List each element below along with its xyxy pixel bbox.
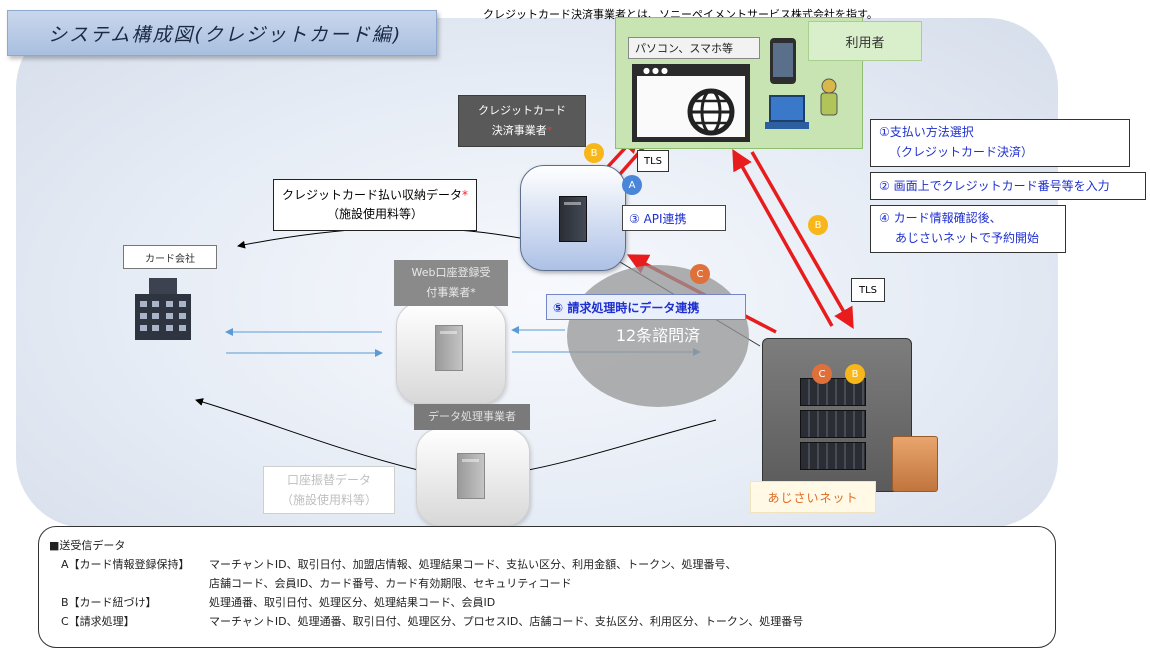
tls-label: TLS: [851, 278, 885, 302]
server-icon: [457, 453, 485, 499]
building-icon: [135, 278, 191, 340]
badge-b: B: [584, 143, 604, 163]
step3-box: ③ API連携: [622, 205, 726, 231]
arrow-data-to-card-company: [195, 398, 419, 471]
tls-label: TLS: [637, 150, 669, 172]
card-company-label: カード会社: [123, 245, 217, 269]
legend-key: C【請求処理】: [61, 615, 135, 628]
credit-processor-line1: クレジットカード: [478, 104, 566, 117]
user-person-icon: [820, 78, 838, 116]
shunou-data-box: クレジットカード払い収納データ* （施設使用料等）: [273, 179, 477, 231]
legend-row: C【請求処理】 マーチャントID、処理通番、取引日付、処理区分、プロセスID、店…: [49, 612, 1045, 631]
step4-line1: ④ カード情報確認後、: [879, 211, 1002, 225]
badge-b: B: [808, 215, 828, 235]
kouza-furikae-line2: （施設使用料等）: [280, 493, 377, 507]
legend-value: マーチャントID、処理通番、取引日付、処理区分、プロセスID、店舗コード、支払区…: [209, 615, 804, 628]
shunou-data-mark: *: [462, 188, 468, 202]
server-icon: [559, 196, 587, 242]
legend-row: A【カード情報登録保持】 マーチャントID、取引日付、加盟店情報、処理結果コード…: [49, 555, 1045, 574]
step5-box: ⑤ 請求処理時にデータ連携: [546, 294, 746, 320]
data-processor-label: データ処理事業者: [414, 404, 530, 430]
web-account-server: [396, 302, 506, 404]
legend-row: 店舗コード、会員ID、カード番号、カード有効期限、セキュリティコード: [49, 574, 1045, 593]
step4-box: ④ カード情報確認後、 あじさいネットで予約開始: [870, 205, 1066, 253]
step1-line1: ①支払い方法選択: [879, 125, 974, 139]
server-icon: [435, 325, 463, 371]
account-transfer-data-box: 口座振替データ （施設使用料等）: [263, 466, 395, 514]
legend-heading: ■送受信データ: [49, 539, 126, 552]
legend-box: ■送受信データ A【カード情報登録保持】 マーチャントID、取引日付、加盟店情報…: [38, 526, 1056, 648]
circle-text: 12条諮問済: [615, 326, 701, 345]
badge-a: A: [622, 175, 642, 195]
legend-row: B【カード紐づけ】 処理通番、取引日付、処理区分、処理結果コード、会員ID: [49, 593, 1045, 612]
legend-key: A【カード情報登録保持】: [61, 558, 190, 571]
browser-window-icon: ●●●: [632, 64, 750, 142]
web-kouza-line2: 付事業者*: [426, 286, 476, 299]
shunou-data-line1: クレジットカード払い収納データ: [281, 188, 462, 202]
legend-key: B【カード紐づけ】: [61, 596, 157, 609]
consultation-circle: [567, 265, 749, 407]
legend-value: 処理通番、取引日付、処理区分、処理結果コード、会員ID: [209, 596, 496, 609]
data-processing-server: [416, 428, 530, 526]
legend-value: 店舗コード、会員ID、カード番号、カード有効期限、セキュリティコード: [209, 577, 572, 590]
credit-processor-box: クレジットカード 決済事業者*: [458, 95, 586, 147]
api-server: [520, 165, 626, 271]
step2-box: ② 画面上でクレジットカード番号等を入力: [870, 172, 1146, 200]
line-ajisai-to-data: [527, 419, 717, 471]
smartphone-icon: [770, 38, 796, 84]
web-account-registrar-box: Web口座登録受 付事業者*: [394, 260, 508, 306]
legend-key: [49, 574, 209, 593]
badge-b: B: [845, 364, 865, 384]
legend-value: マーチャントID、取引日付、加盟店情報、処理結果コード、支払い区分、利用金額、ト…: [209, 558, 737, 571]
laptop-icon: [765, 95, 809, 129]
step4-line2: あじさいネットで予約開始: [895, 231, 1040, 245]
credit-processor-mark: *: [546, 124, 553, 137]
shunou-data-line2: （施設使用料等）: [326, 207, 423, 221]
badge-c: C: [812, 364, 832, 384]
user-label: 利用者: [808, 21, 922, 61]
badge-c: C: [690, 264, 710, 284]
document-icon: [892, 436, 938, 492]
web-kouza-line1: Web口座登録受: [411, 266, 491, 279]
device-label: パソコン、スマホ等: [628, 37, 760, 59]
kouza-furikae-line1: 口座振替データ: [286, 473, 371, 487]
ajisai-server-icon: [800, 378, 866, 474]
ajisai-net-label: あじさいネット: [750, 481, 876, 513]
credit-processor-line2: 決済事業者: [491, 124, 547, 137]
red-arrow-user-to-ajisai: [750, 151, 854, 330]
step1-line2: （クレジットカード決済）: [889, 145, 1034, 159]
globe-icon: [687, 88, 735, 136]
step1-box: ①支払い方法選択 （クレジットカード決済）: [870, 119, 1130, 167]
page-title: システム構成図(クレジットカード編): [7, 10, 437, 56]
red-arrow-ajisai-to-user: [732, 148, 834, 327]
